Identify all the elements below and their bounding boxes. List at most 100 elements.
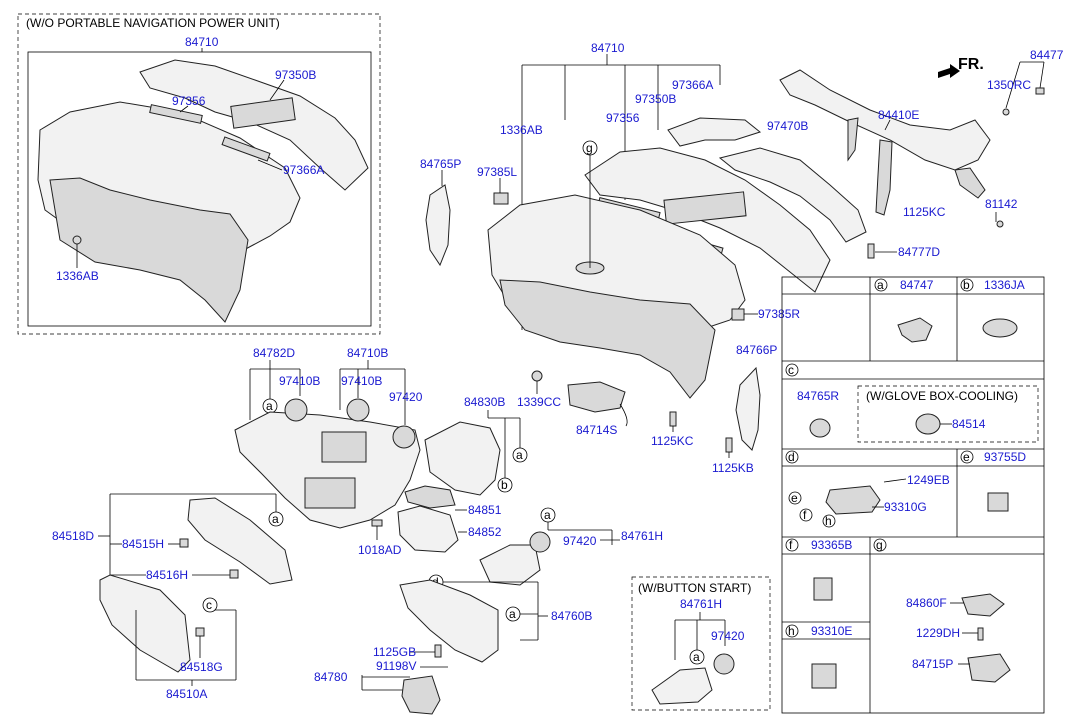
inset-crash-pad-lower <box>49 177 249 323</box>
label-97420-btn: 97420 <box>711 629 745 643</box>
label-84518G: 84518G <box>180 660 223 674</box>
module-84714S <box>567 381 626 413</box>
fastener-81142 <box>996 220 1004 228</box>
inset-border <box>17 13 381 335</box>
legend-d-marker-h-letter: h <box>825 514 832 528</box>
legend-g-1229DH: 1229DH <box>916 626 960 640</box>
label-84710B: 84710B <box>347 346 388 360</box>
label-97420-b: 97420 <box>563 534 597 548</box>
label-84765P: 84765P <box>420 157 461 171</box>
label-97470B: 97470B <box>767 119 808 133</box>
bumper-84515H <box>179 538 189 548</box>
legend-a-marker <box>874 278 888 292</box>
label-84782D: 84782D <box>253 346 295 360</box>
label-84766P: 84766P <box>736 343 777 357</box>
legend-d-marker-f-letter: f <box>803 508 807 522</box>
label-84477: 84477 <box>1030 48 1064 62</box>
vent-97410B-right <box>346 398 370 422</box>
legend-d-marker-f <box>799 508 813 522</box>
marker-a-84830B-letter: a <box>516 448 523 462</box>
legend-b-marker <box>960 278 974 292</box>
label-84714S: 84714S <box>576 423 617 437</box>
wire-84714S <box>619 403 628 427</box>
label-97366A-inset: 97366A <box>283 163 324 177</box>
vent-97410B-left <box>284 398 308 422</box>
inset-fastener <box>72 235 82 245</box>
legend-d-switch <box>825 485 881 515</box>
cowl-cross-bar-84410E <box>779 69 991 171</box>
marker-a-84761H-letter: a <box>544 508 551 522</box>
screw-1018AD <box>371 519 383 527</box>
label-84516H: 84516H <box>146 568 188 582</box>
label-84851: 84851 <box>468 503 502 517</box>
legend-c-part: 84765R <box>797 389 839 403</box>
label-97410B-a: 97410B <box>279 374 320 388</box>
legend-c-marker <box>785 363 799 377</box>
legend-c-glove-title: (W/GLOVE BOX-COOLING) <box>866 389 1018 403</box>
inset-vent-97366A <box>221 136 271 162</box>
vent-97420-lower <box>529 531 551 553</box>
switch-bezel-btn <box>651 667 713 705</box>
legend-g-84715P: 84715P <box>912 657 953 671</box>
label-97350B: 97350B <box>635 92 676 106</box>
vent-97385L <box>493 192 509 205</box>
legend-g-84860F: 84860F <box>906 596 947 610</box>
legend-h-title: 93310E <box>811 624 852 638</box>
inset-vent-97356 <box>149 104 203 124</box>
bolt-1125KB <box>725 437 733 453</box>
main-crash-pad-lower <box>499 279 716 399</box>
inset-duct-97350B <box>230 97 296 129</box>
label-84710-main: 84710 <box>591 41 625 55</box>
legend-d-marker-h <box>822 514 836 528</box>
inset-crash-pad-carrier <box>139 59 369 191</box>
inset-title: (W/O PORTABLE NAVIGATION POWER UNIT) <box>26 16 280 30</box>
legend-d-93310G: 93310G <box>884 500 927 514</box>
marker-c-glovebox <box>202 597 218 613</box>
marker-a-glovebox-letter: a <box>272 512 279 526</box>
marker-a-84760B-letter: a <box>509 607 516 621</box>
label-84761H: 84761H <box>621 529 663 543</box>
legend-c-glove-valve <box>915 413 941 435</box>
switch-bezel-84761H <box>479 544 541 586</box>
label-97356: 97356 <box>606 111 640 125</box>
label-97350B-inset: 97350B <box>275 68 316 82</box>
label-84510A: 84510A <box>166 687 207 701</box>
legend-e-letter: e <box>963 450 970 464</box>
label-97410B-b: 97410B <box>341 374 382 388</box>
center-fascia-panel <box>234 411 421 529</box>
label-1125GB: 1125GB <box>373 645 416 659</box>
legend-d-1249EB: 1249EB <box>907 473 950 487</box>
legend-d-marker-e-letter: e <box>791 491 798 505</box>
label-84780: 84780 <box>314 670 348 684</box>
label-1336AB-inset: 1336AB <box>56 269 99 283</box>
label-1125KB: 1125KB <box>712 461 754 475</box>
legend-g-marker <box>873 538 887 552</box>
label-84852: 84852 <box>468 525 502 539</box>
side-cover-right-84766P <box>735 366 761 451</box>
legend-table <box>781 276 1045 714</box>
lower-panel-84760B <box>399 579 499 663</box>
glove-box-door-84510A <box>99 574 191 673</box>
legend-c-plug <box>809 418 831 438</box>
label-84830B: 84830B <box>464 395 505 409</box>
bolt-1125KC-mid <box>669 411 677 427</box>
main-duct-97350B <box>663 191 747 225</box>
legend-h-letter: h <box>788 624 795 638</box>
label-97356-inset: 97356 <box>172 94 206 108</box>
screw-1125GB <box>434 644 442 658</box>
legend-g-screw <box>977 627 984 641</box>
label-1350RC: 1350RC <box>987 78 1031 92</box>
label-97385L: 97385L <box>477 165 517 179</box>
legend-c-letter: c <box>788 363 794 377</box>
marker-a-btn-letter: a <box>693 650 700 664</box>
marker-a-glovebox <box>268 511 284 527</box>
legend-a-letter: a <box>877 278 884 292</box>
legend-b-letter: b <box>963 278 970 292</box>
label-84710-inset: 84710 <box>185 35 219 49</box>
fascia-display <box>321 431 367 463</box>
label-1018AD: 1018AD <box>358 543 402 557</box>
inset-inner-box <box>27 51 372 327</box>
label-84777D: 84777D <box>898 245 940 259</box>
glove-box-housing-84518D <box>187 497 293 585</box>
